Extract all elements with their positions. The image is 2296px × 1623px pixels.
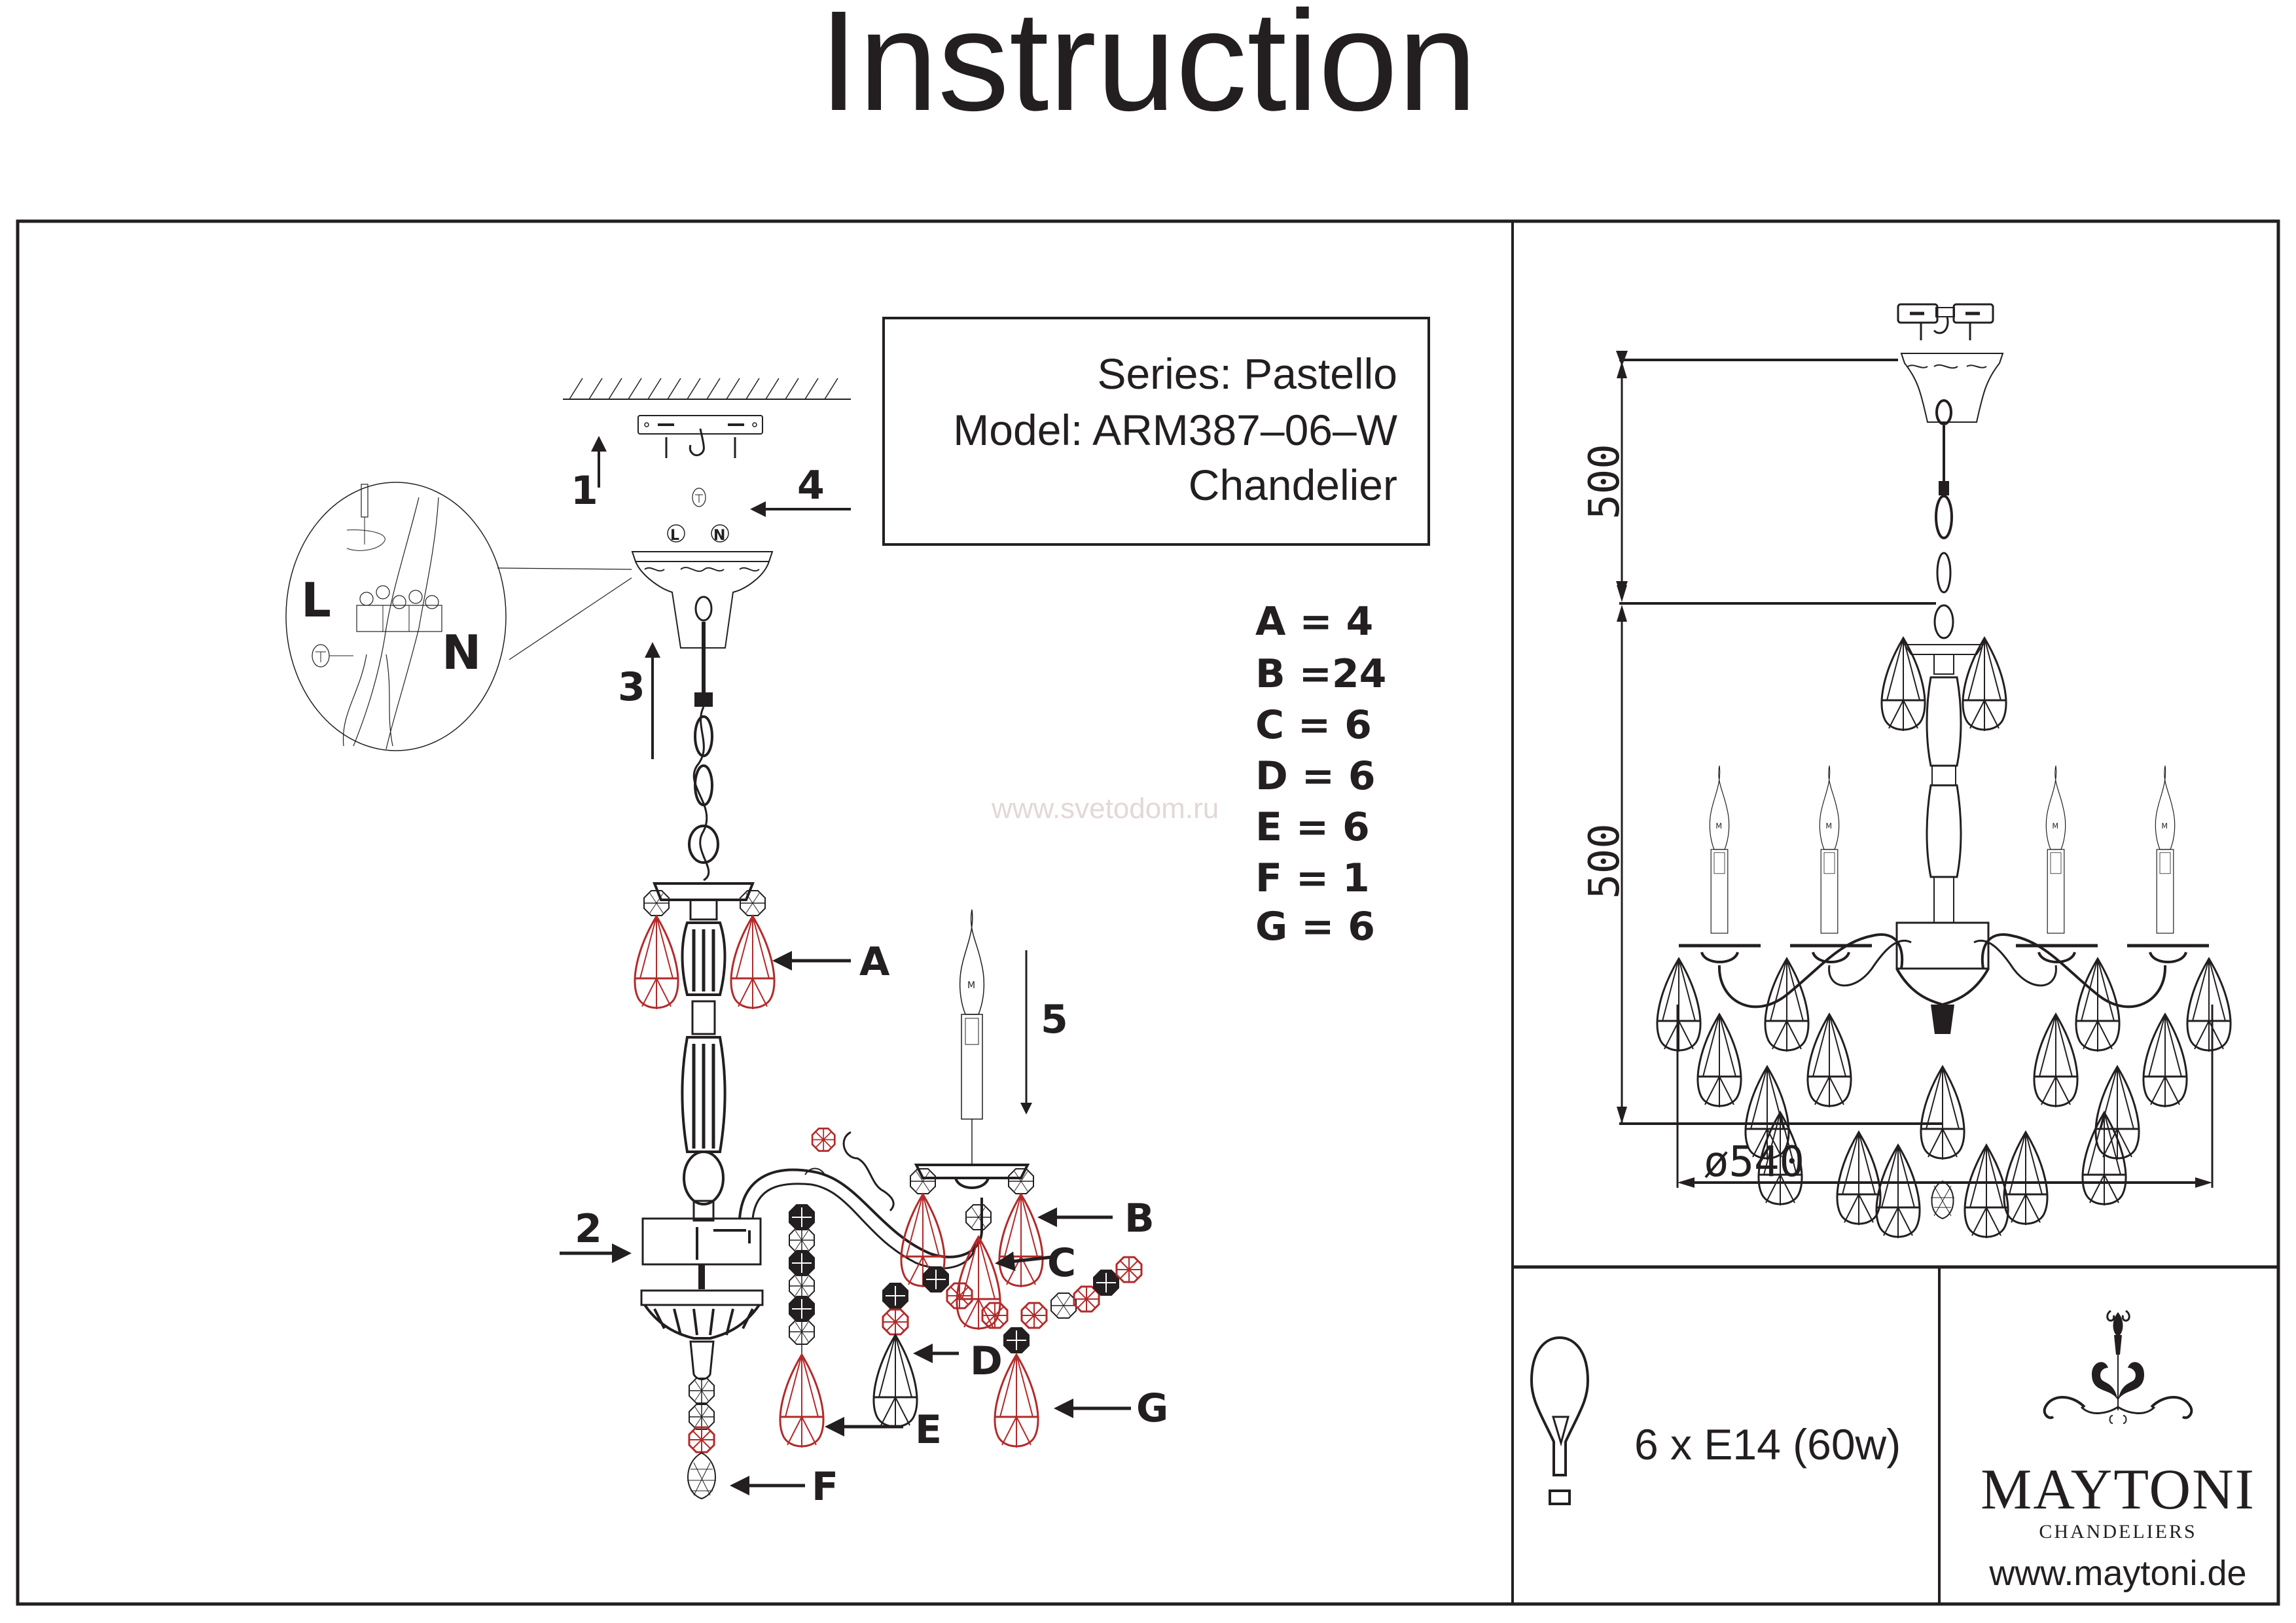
- bobeche-icon: [914, 1164, 1030, 1189]
- step-1-label: 1: [571, 468, 598, 514]
- hub-icon: [640, 1217, 764, 1380]
- crystal-c-group: [955, 1204, 1002, 1331]
- parts-list: A = 4 B =24 C = 6 D = 6 E = 6 F = 1 G = …: [1255, 599, 1386, 950]
- dimension-diagram: 500 500 ø540: [1581, 303, 2233, 1240]
- crystal-f-group: [687, 1378, 716, 1500]
- chandelier-ornament-logo-icon: [2043, 1310, 2193, 1424]
- callout-d: D: [970, 1338, 1003, 1384]
- wiring-detail-inset: L N: [285, 482, 632, 751]
- diameter-dimension: ø540: [1704, 1138, 1804, 1186]
- crystal-d-group: [872, 1283, 919, 1429]
- live-label-small: L: [670, 527, 679, 544]
- page-title: Instruction: [819, 0, 1477, 141]
- ground-symbol-icon: [312, 644, 353, 668]
- live-label: L: [301, 573, 331, 628]
- parts-list-item: F = 1: [1255, 855, 1370, 901]
- parts-list-item: G = 6: [1255, 904, 1375, 950]
- lamp-spec: 6 x E14 (60w): [1530, 1336, 1901, 1505]
- parts-list-item: B =24: [1255, 651, 1386, 697]
- parts-list-item: A = 4: [1255, 599, 1373, 645]
- terminal-block-icon: [356, 585, 442, 632]
- brand-subtitle: CHANDELIERS: [2039, 1521, 2197, 1543]
- product-type-label: Chandelier: [1189, 461, 1397, 509]
- series-label: Series: Pastello: [1097, 349, 1397, 398]
- step-3-label: 3: [618, 664, 645, 710]
- parts-list-item: E = 6: [1255, 804, 1370, 850]
- crystal-e-group: [778, 1204, 825, 1449]
- mounting-bracket-icon: [1897, 303, 1994, 340]
- callout-b: B: [1124, 1196, 1155, 1241]
- neutral-label: N: [442, 625, 481, 680]
- callout-c: C: [1047, 1240, 1076, 1286]
- parts-list-item: C = 6: [1255, 702, 1372, 748]
- step-2-label: 2: [575, 1206, 602, 1252]
- candle-bulb-icon: [959, 909, 985, 1165]
- bulb-icon: [1530, 1336, 1590, 1505]
- brand-url-link[interactable]: www.maytoni.de: [1988, 1554, 2246, 1593]
- callout-g: G: [1136, 1385, 1168, 1431]
- brand-name: MAYTONI: [1981, 1458, 2255, 1522]
- callout-f: F: [812, 1464, 838, 1510]
- watermark: www.svetodom.ru: [991, 793, 1219, 825]
- arm-icon: [738, 1131, 983, 1270]
- callout-e: E: [915, 1407, 942, 1453]
- assembly-diagram: 1 4 L N 3: [560, 378, 1168, 1510]
- central-column-icon: [653, 882, 755, 1222]
- outer-frame: [16, 219, 2280, 1606]
- mounting-bracket-icon: [637, 415, 763, 458]
- chain-icon: [688, 692, 719, 882]
- body-height-dimension: 500: [1581, 823, 1629, 899]
- ground-symbol-icon: [692, 488, 706, 507]
- model-label: Model: ARM387–06–W: [953, 406, 1397, 454]
- product-info-box: Series: Pastello Model: ARM387–06–W Chan…: [882, 317, 1430, 546]
- crystal-g-chain: [811, 1128, 1143, 1449]
- parts-list-item: D = 6: [1255, 753, 1376, 799]
- step-5-label: 5: [1041, 997, 1068, 1043]
- lamp-spec-text: 6 x E14 (60w): [1634, 1420, 1901, 1469]
- callout-a: A: [859, 939, 890, 985]
- brand-block: MAYTONI CHANDELIERS www.maytoni.de: [1981, 1310, 2255, 1593]
- step-4-label: 4: [797, 463, 825, 508]
- canopy-icon: [631, 551, 774, 694]
- neutral-label-small: N: [713, 527, 725, 544]
- ceiling-hatch: [563, 378, 851, 400]
- chain-height-dimension: 500: [1581, 444, 1629, 520]
